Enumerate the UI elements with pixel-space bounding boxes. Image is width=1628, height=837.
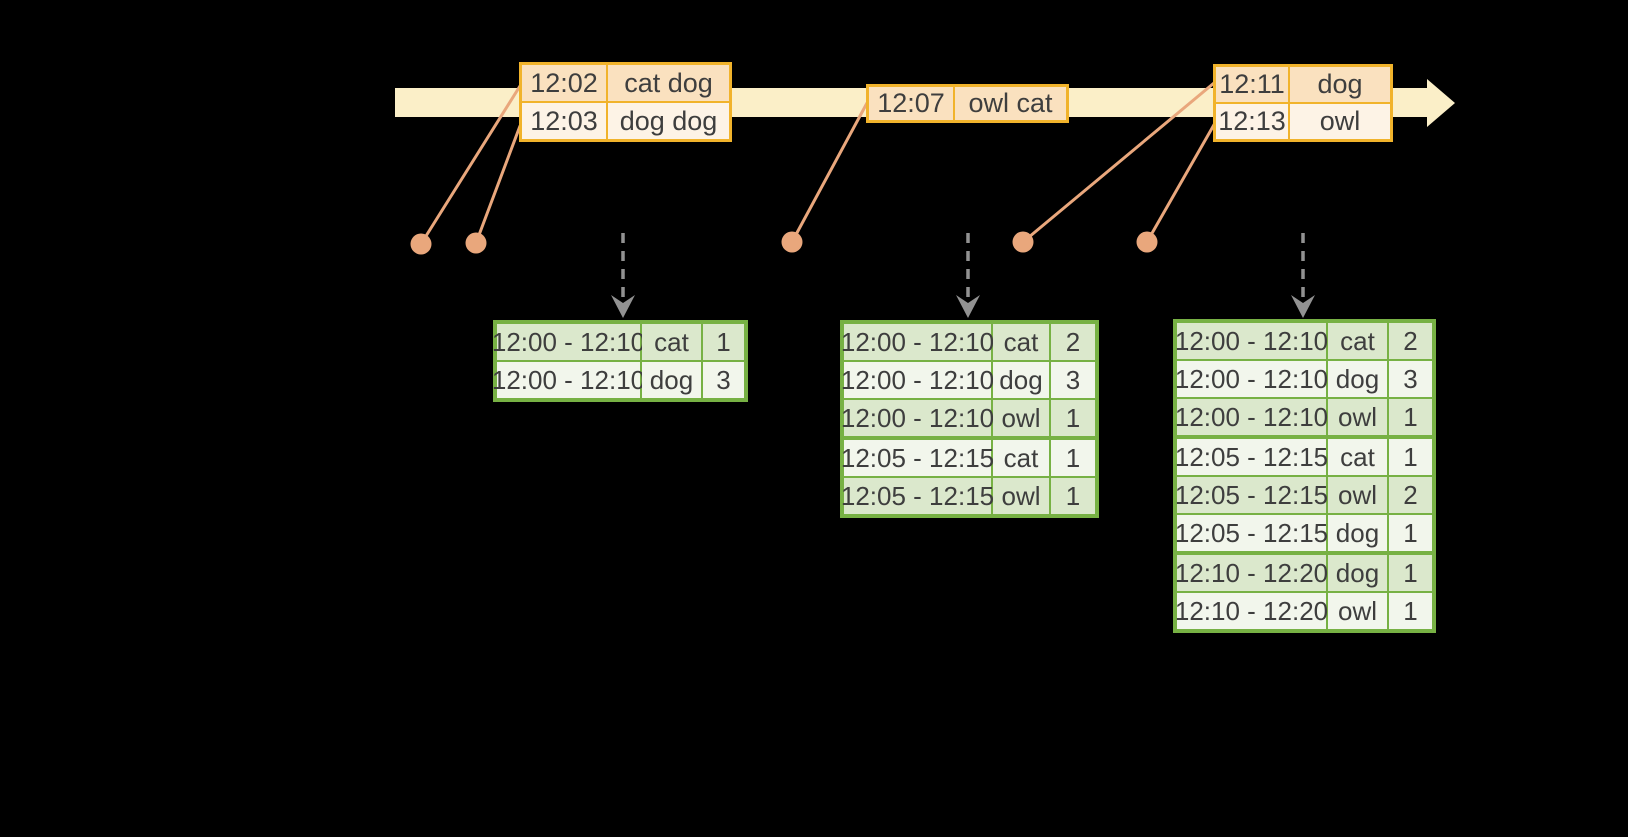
event-dot-icon bbox=[1136, 231, 1158, 253]
result-window-cell: 12:00 - 12:10 bbox=[1175, 399, 1328, 435]
event-table-2: 12:07 owl cat bbox=[866, 84, 1069, 123]
table-row: 12:00 - 12:10 owl 1 bbox=[1175, 399, 1432, 435]
result-window-cell: 12:10 - 12:20 bbox=[1175, 555, 1328, 591]
table-row: 12:00 - 12:10 dog 3 bbox=[492, 362, 744, 398]
result-word-cell: dog bbox=[642, 362, 701, 398]
result-window-cell: 12:00 - 12:10 bbox=[841, 362, 994, 398]
result-count-cell: 1 bbox=[1389, 593, 1432, 629]
result-window-cell: 12:05 - 12:15 bbox=[1175, 439, 1328, 475]
timeline-arrowhead-icon bbox=[1427, 79, 1455, 127]
result-word-cell: owl bbox=[1328, 477, 1387, 513]
table-row: 12:05 - 12:15 cat 1 bbox=[1175, 439, 1432, 475]
result-count-cell: 1 bbox=[1051, 478, 1095, 514]
result-window-cell: 12:10 - 12:20 bbox=[1175, 593, 1328, 629]
table-row: 12:10 - 12:20 owl 1 bbox=[1175, 593, 1432, 629]
result-word-cell: cat bbox=[642, 324, 701, 360]
trigger-arrowhead-icon bbox=[956, 295, 980, 318]
result-count-cell: 1 bbox=[1051, 400, 1095, 436]
event-table-3: 12:11 dog 12:13 owl bbox=[1213, 64, 1393, 142]
result-word-cell: dog bbox=[1328, 555, 1387, 591]
result-count-cell: 1 bbox=[1389, 399, 1432, 435]
table-row: 12:05 - 12:15 dog 1 bbox=[1175, 515, 1432, 551]
event-time-cell: 12:11 bbox=[1216, 67, 1288, 102]
result-table-2: 12:00 - 12:10 cat 2 12:00 - 12:10 dog 3 … bbox=[840, 320, 1099, 518]
event-connector-line bbox=[1021, 81, 1216, 244]
result-word-cell: owl bbox=[1328, 593, 1387, 629]
result-window-cell: 12:00 - 12:10 bbox=[492, 362, 645, 398]
result-window-cell: 12:05 - 12:15 bbox=[1175, 477, 1328, 513]
event-connector-line bbox=[1145, 121, 1217, 244]
trigger-arrowhead-icon bbox=[1291, 295, 1315, 318]
result-word-cell: cat bbox=[1328, 439, 1387, 475]
table-row: 12:05 - 12:15 owl 2 bbox=[1175, 477, 1432, 513]
result-word-cell: owl bbox=[993, 400, 1049, 436]
result-window-cell: 12:00 - 12:10 bbox=[1175, 361, 1328, 397]
table-row: 12:00 - 12:10 dog 3 bbox=[841, 362, 1095, 398]
result-count-cell: 2 bbox=[1389, 323, 1432, 359]
result-count-cell: 1 bbox=[1389, 515, 1432, 551]
event-connector-line bbox=[790, 101, 869, 244]
result-window-cell: 12:05 - 12:15 bbox=[1175, 515, 1328, 551]
result-count-cell: 3 bbox=[1389, 361, 1432, 397]
result-count-cell: 1 bbox=[1389, 555, 1432, 591]
result-count-cell: 1 bbox=[703, 324, 744, 360]
result-count-cell: 2 bbox=[1051, 324, 1095, 360]
table-row: 12:00 - 12:10 cat 2 bbox=[841, 324, 1095, 360]
result-window-cell: 12:00 - 12:10 bbox=[492, 324, 645, 360]
result-count-cell: 2 bbox=[1389, 477, 1432, 513]
result-word-cell: cat bbox=[993, 324, 1049, 360]
result-window-cell: 12:00 - 12:10 bbox=[841, 324, 994, 360]
event-table-1: 12:02 cat dog 12:03 dog dog bbox=[519, 62, 732, 142]
result-count-cell: 3 bbox=[1051, 362, 1095, 398]
table-row: 12:10 - 12:20 dog 1 bbox=[1175, 555, 1432, 591]
result-window-cell: 12:00 - 12:10 bbox=[841, 400, 994, 436]
result-word-cell: dog bbox=[1328, 361, 1387, 397]
event-time-cell: 12:02 bbox=[522, 65, 606, 101]
event-dot-icon bbox=[465, 232, 487, 254]
result-word-cell: cat bbox=[1328, 323, 1387, 359]
event-connector-line bbox=[419, 84, 522, 246]
result-window-cell: 12:05 - 12:15 bbox=[841, 440, 994, 476]
result-word-cell: dog bbox=[993, 362, 1049, 398]
trigger-arrowhead-icon bbox=[611, 295, 635, 318]
table-row: 12:05 - 12:15 owl 1 bbox=[841, 478, 1095, 514]
event-time-cell: 12:13 bbox=[1216, 104, 1288, 139]
event-connector-line bbox=[474, 124, 522, 245]
table-row: 12:00 - 12:10 owl 1 bbox=[841, 400, 1095, 436]
event-words-cell: owl cat bbox=[955, 87, 1066, 120]
table-row: 12:05 - 12:15 cat 1 bbox=[841, 440, 1095, 476]
result-count-cell: 1 bbox=[1389, 439, 1432, 475]
event-dot-icon bbox=[1012, 231, 1034, 253]
event-time-cell: 12:07 bbox=[869, 87, 953, 120]
result-word-cell: owl bbox=[1328, 399, 1387, 435]
result-window-cell: 12:00 - 12:10 bbox=[1175, 323, 1328, 359]
table-row: 12:00 - 12:10 cat 2 bbox=[1175, 323, 1432, 359]
event-dot-icon bbox=[781, 231, 803, 253]
result-window-cell: 12:05 - 12:15 bbox=[841, 478, 994, 514]
result-count-cell: 1 bbox=[1051, 440, 1095, 476]
result-word-cell: owl bbox=[993, 478, 1049, 514]
result-count-cell: 3 bbox=[703, 362, 744, 398]
event-words-cell: cat dog bbox=[608, 65, 729, 101]
table-row: 12:00 - 12:10 dog 3 bbox=[1175, 361, 1432, 397]
event-words-cell: dog dog bbox=[608, 103, 729, 139]
result-table-3: 12:00 - 12:10 cat 2 12:00 - 12:10 dog 3 … bbox=[1173, 319, 1436, 633]
event-time-cell: 12:03 bbox=[522, 103, 606, 139]
event-words-cell: owl bbox=[1290, 104, 1390, 139]
result-word-cell: cat bbox=[993, 440, 1049, 476]
result-word-cell: dog bbox=[1328, 515, 1387, 551]
table-row: 12:00 - 12:10 cat 1 bbox=[492, 324, 744, 360]
result-table-1: 12:00 - 12:10 cat 1 12:00 - 12:10 dog 3 bbox=[492, 320, 748, 402]
event-dot-icon bbox=[410, 233, 432, 255]
event-words-cell: dog bbox=[1290, 67, 1390, 102]
